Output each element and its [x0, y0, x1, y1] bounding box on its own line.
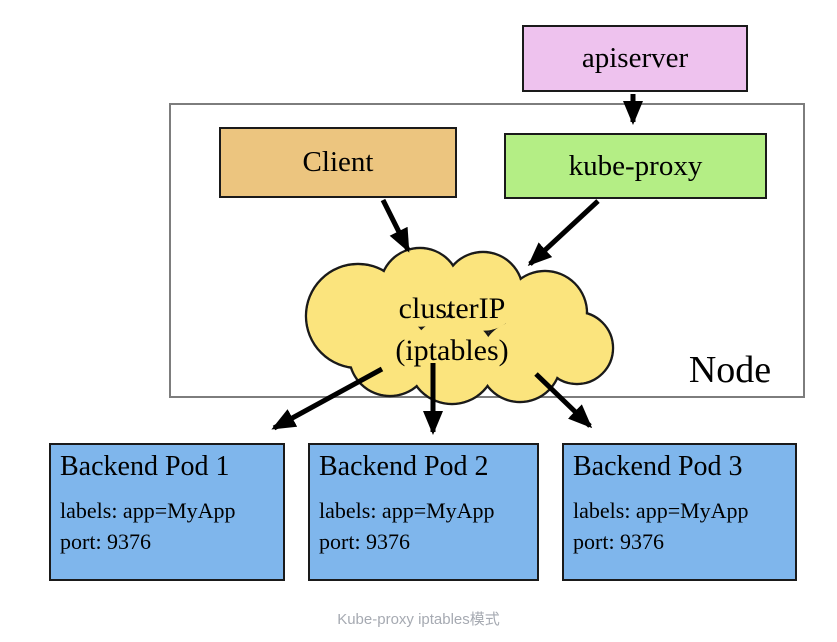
pod-title: Backend Pod 2	[319, 451, 489, 482]
client-label: Client	[302, 146, 374, 178]
pod-labels-line: labels: app=MyApp	[573, 498, 749, 523]
arrow-cloud-to-pod3	[534, 372, 593, 429]
clusterip-cloud-label: clusterIP (iptables)	[327, 288, 577, 372]
backend-pod-1-box: Backend Pod 1 labels: app=MyApp port: 93…	[49, 443, 285, 581]
pod-port-line: port: 9376	[573, 529, 665, 554]
backend-pod-3-box: Backend Pod 3 labels: app=MyApp port: 93…	[562, 443, 797, 581]
node-label: Node	[688, 349, 772, 391]
apiserver-label: apiserver	[581, 42, 689, 74]
pod-port-line: port: 9376	[60, 529, 152, 554]
figure-caption: Kube-proxy iptables模式	[337, 611, 500, 628]
arrow-cloud-to-pod1	[271, 366, 384, 431]
kube-proxy-box: kube-proxy	[504, 133, 767, 199]
clusterip-label-line2: (iptables)	[395, 334, 509, 367]
pod-labels-line: labels: app=MyApp	[60, 498, 236, 523]
pod-title: Backend Pod 3	[573, 451, 743, 482]
pod-port-line: port: 9376	[319, 529, 411, 554]
client-box: Client	[219, 127, 457, 198]
arrow-client-to-cloud	[380, 198, 411, 253]
clusterip-label-line1: clusterIP	[398, 292, 506, 325]
node-boundary	[169, 103, 805, 398]
backend-pod-2-box: Backend Pod 2 labels: app=MyApp port: 93…	[308, 443, 539, 581]
apiserver-box: apiserver	[522, 25, 748, 92]
kube-proxy-label: kube-proxy	[568, 149, 703, 182]
pod-title: Backend Pod 1	[60, 451, 230, 482]
flow-arrows	[271, 94, 643, 436]
pod-labels-line: labels: app=MyApp	[319, 498, 495, 523]
arrow-kubeproxy-to-cloud	[527, 199, 600, 267]
